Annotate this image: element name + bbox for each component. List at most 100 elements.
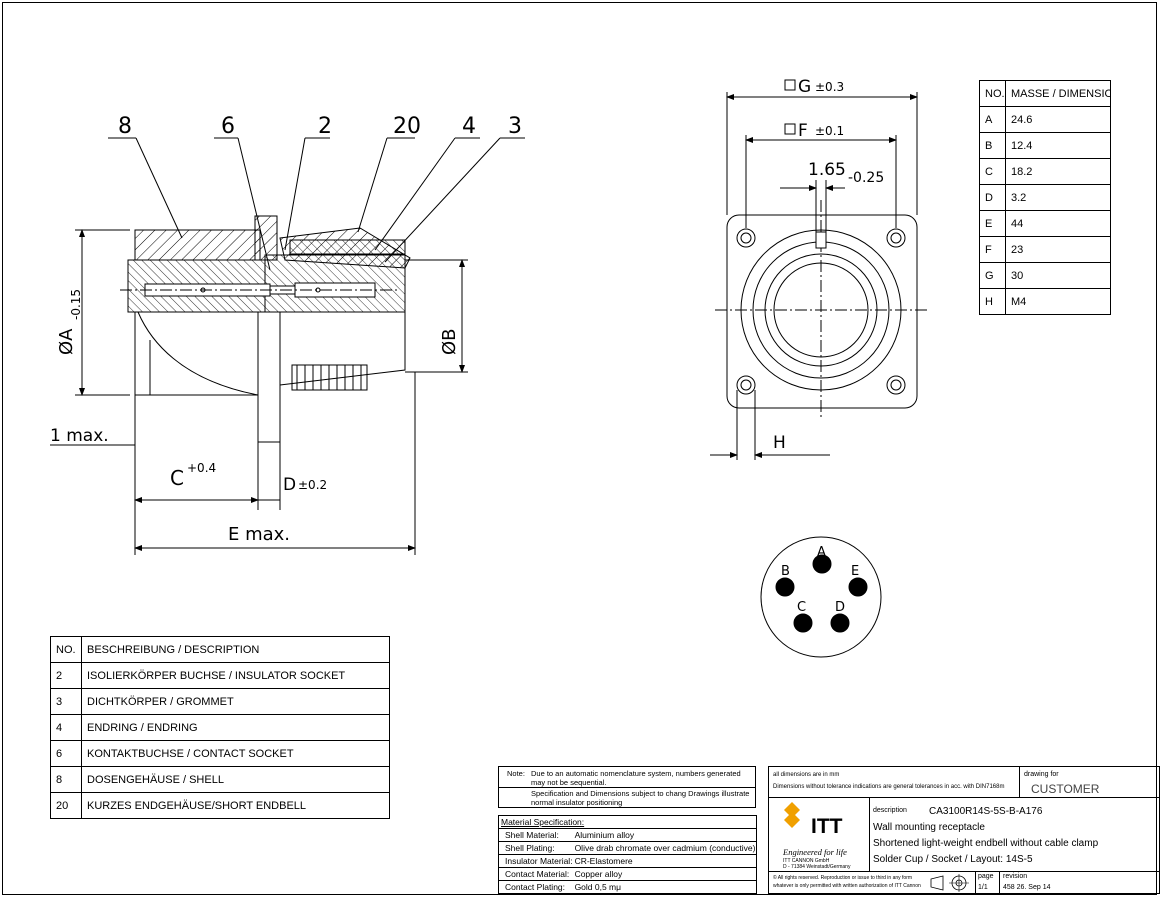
- table-cell: Contact Material:: [497, 867, 573, 881]
- table-cell: DOSENGEHÄUSE / SHELL: [81, 766, 390, 793]
- revision-value: 458 26. Sep 14: [1003, 884, 1051, 891]
- pin-e-label: E: [851, 564, 859, 579]
- pin-c-label: C: [797, 600, 806, 615]
- table-header-cell: BESCHREIBUNG / DESCRIPTION: [81, 636, 390, 663]
- dim-g-label: G: [798, 77, 811, 97]
- table-cell: G: [979, 262, 1006, 289]
- dim-a-tolerance: -0.15: [69, 289, 83, 320]
- table-cell: C: [979, 158, 1006, 185]
- dim-f-label: F: [798, 121, 808, 141]
- table-cell: Aluminium alloy: [572, 828, 757, 842]
- table-cell: ENDRING / ENDRING: [81, 714, 390, 741]
- table-cell: F: [979, 236, 1006, 263]
- dimensions-table-header: NO. MASSE / DIMENSION: [979, 80, 1111, 107]
- table-cell: H: [979, 288, 1006, 315]
- company-address: D - 71384 Weinstadt/Germany: [783, 864, 851, 870]
- table-cell: 23: [1005, 236, 1111, 263]
- dim-c-label: C: [170, 466, 184, 490]
- dim-e-label: E max.: [228, 524, 290, 545]
- table-cell: KURZES ENDGEHÄUSE/SHORT ENDBELL: [81, 792, 390, 819]
- table-row: Shell Plating:Olive drab chromate over c…: [497, 841, 757, 855]
- table-cell: Shell Plating:: [497, 841, 573, 855]
- note-line-2: Specification and Dimensions subject to …: [531, 789, 750, 807]
- dim-h-label: H: [773, 433, 786, 453]
- part-label-20: 20: [393, 114, 421, 139]
- revision-label: revision: [1003, 873, 1028, 880]
- table-cell: 24.6: [1005, 106, 1111, 133]
- table-cell: Shell Material:: [497, 828, 573, 842]
- dim-b-label: ØB: [439, 328, 460, 355]
- pin-a-label: A: [817, 545, 826, 560]
- table-cell: M4: [1005, 288, 1111, 315]
- table-cell: 6: [50, 740, 82, 767]
- pin-d-label: D: [835, 600, 845, 615]
- table-cell: Olive drab chromate over cadmium (conduc…: [572, 841, 757, 855]
- table-cell: D: [979, 184, 1006, 211]
- drawing-for-value: CUSTOMER: [1031, 782, 1100, 796]
- part-number: CA3100R14S-5S-B-A176: [929, 806, 1043, 817]
- material-title: Material Specification:: [498, 815, 757, 829]
- table-cell: ISOLIERKÖRPER BUCHSE / INSULATOR SOCKET: [81, 662, 390, 689]
- table-cell: E: [979, 210, 1006, 237]
- table-cell: Insulator Material:: [497, 854, 573, 868]
- description-line-1: Wall mounting receptacle: [873, 822, 985, 833]
- table-cell: CR-Elastomere: [572, 854, 757, 868]
- company-name: ITT CANNON GmbH: [783, 858, 830, 864]
- page-label: page: [978, 873, 994, 880]
- itt-logo-icon: [784, 802, 800, 828]
- part-label-8: 8: [118, 114, 132, 139]
- dim-f-tolerance: ±0.1: [815, 124, 844, 138]
- material-specification: Material Specification: Shell Material:A…: [497, 815, 757, 894]
- part-label-4: 4: [462, 114, 476, 139]
- pin-b-label: B: [781, 564, 790, 579]
- table-row: Shell Material:Aluminium alloy: [497, 828, 757, 842]
- note-box: Note: Due to an automatic nomenclature s…: [498, 766, 756, 808]
- table-cell: 44: [1005, 210, 1111, 237]
- dim-1max-label: 1 max.: [50, 426, 109, 446]
- table-cell: Gold 0,5 mμ: [572, 880, 757, 894]
- dim-g-tolerance: ±0.3: [815, 80, 844, 94]
- table-cell: 20: [50, 792, 82, 819]
- table-cell: 8: [50, 766, 82, 793]
- dim-165-tolerance: -0.25: [848, 170, 884, 186]
- tagline: Engineered for life: [783, 847, 847, 857]
- table-header-cell: NO.: [979, 80, 1006, 107]
- description-table-header: NO. BESCHREIBUNG / DESCRIPTION: [50, 636, 390, 663]
- description-line-2: Shortened light-weight endbell without c…: [873, 838, 1099, 849]
- title-block: all dimensions are in mm Dimensions with…: [768, 766, 1160, 895]
- projection-symbol-icon: [930, 874, 969, 892]
- part-label-2: 2: [318, 114, 332, 139]
- table-cell: B: [979, 132, 1006, 159]
- table-row: Insulator Material:CR-Elastomere: [497, 854, 757, 868]
- note-label: Note:: [507, 769, 525, 778]
- table-cell: DICHTKÖRPER / GROMMET: [81, 688, 390, 715]
- page-value: 1/1: [978, 884, 988, 891]
- tolerance-note: Dimensions without tolerance indications…: [773, 784, 1005, 790]
- description-label: description: [873, 807, 907, 814]
- table-cell: 18.2: [1005, 158, 1111, 185]
- copyright-line-2: whatever is only permitted with written …: [773, 883, 921, 889]
- pin-layout: [760, 536, 882, 658]
- dim-d-tolerance: ±0.2: [298, 478, 327, 492]
- copyright-line-1: © All rights reserved. Reproduction or i…: [773, 875, 913, 881]
- table-row: Contact Plating:Gold 0,5 mμ: [497, 880, 757, 894]
- dim-d-label: D: [283, 475, 296, 495]
- description-line-3: Solder Cup / Socket / Layout: 14S-5: [873, 854, 1033, 865]
- table-cell: 2: [50, 662, 82, 689]
- note-line-1: Due to an automatic nomenclature system,…: [531, 769, 741, 787]
